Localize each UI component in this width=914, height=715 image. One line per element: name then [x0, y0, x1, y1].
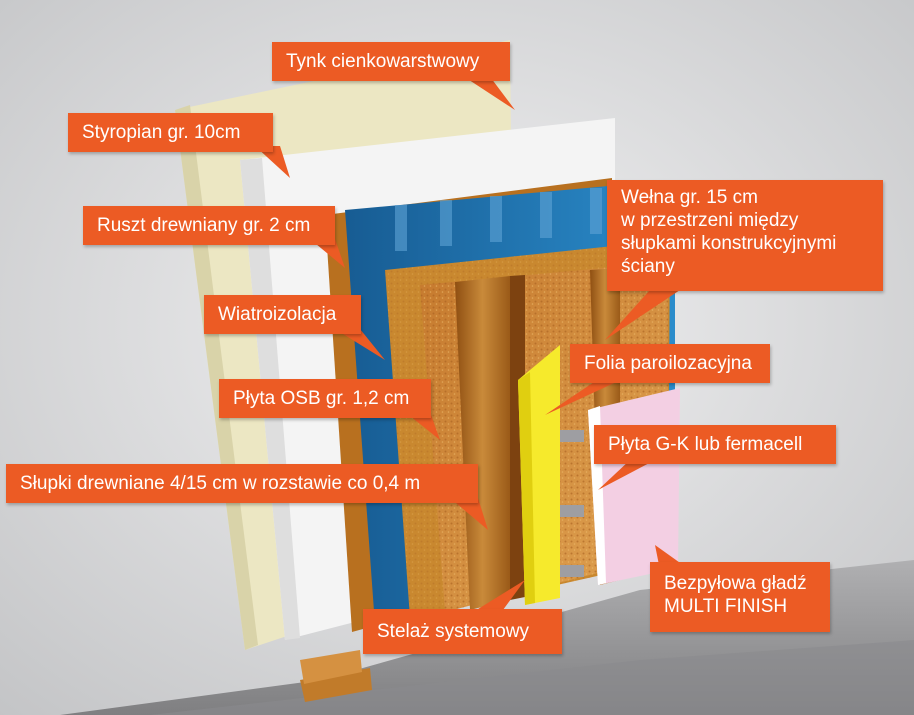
label-gladz-line-2: MULTI FINISH [664, 596, 788, 617]
label-folia: Folia paroilozacyjna [570, 344, 770, 383]
label-gladz: Bezpyłowa gładź MULTI FINISH [650, 562, 830, 632]
bottom-plate-top [300, 650, 362, 684]
label-stelaz: Stelaż systemowy [363, 609, 562, 654]
label-welna-line-1: Wełna gr. 15 cm [621, 187, 758, 208]
label-osb: Płyta OSB gr. 1,2 cm [219, 379, 431, 418]
label-wiatroizolacja: Wiatroizolacja [204, 295, 361, 334]
label-tynk: Tynk cienkowarstwowy [272, 42, 510, 81]
label-gladz-line-1: Bezpyłowa gładź [664, 573, 807, 594]
wind-barrier-battens [395, 188, 602, 251]
bottom-plate [300, 668, 372, 702]
label-welna-line-4: ściany [621, 256, 675, 277]
label-gk: Płyta G-K lub fermacell [594, 425, 836, 464]
label-welna: Wełna gr. 15 cm w przestrzeni między słu… [607, 180, 883, 291]
label-welna-line-2: w przestrzeni między [621, 210, 799, 231]
timber-stud-1 [455, 276, 510, 610]
label-styropian: Styropian gr. 10cm [68, 113, 273, 152]
label-welna-line-3: słupkami konstrukcyjnymi [621, 233, 837, 254]
callout-tails [255, 74, 690, 614]
vapor-foil-edge [518, 372, 535, 605]
concrete-base-shadow [150, 640, 914, 715]
metal-profiles [560, 430, 584, 577]
timber-stud-1-side [510, 275, 525, 600]
label-slupki: Słupki drewniane 4/15 cm w rozstawie co … [6, 464, 478, 503]
label-ruszt: Ruszt drewniany gr. 2 cm [83, 206, 335, 245]
